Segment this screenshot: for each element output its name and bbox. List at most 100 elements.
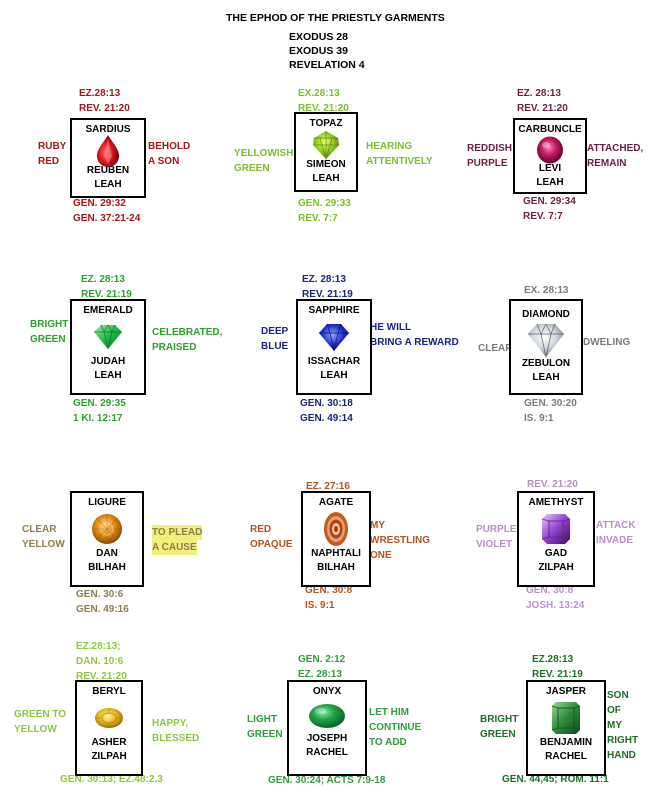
onyx-scripture-top: GEN. 2:12 [298, 654, 346, 665]
agate-icon [323, 511, 349, 552]
beryl-stone-name: BERYL [92, 686, 126, 697]
agate-name-meaning: MY [370, 520, 385, 531]
diamond-scripture-bottom: IS. 9:1 [524, 413, 554, 424]
emerald-mother-name: LEAH [94, 370, 122, 381]
jasper-color-description: BRIGHT [480, 714, 519, 725]
sapphire-mother-name: LEAH [320, 370, 348, 381]
topaz-icon [311, 130, 341, 165]
diamond-color-description: CLEAR [478, 343, 513, 354]
ligure-mother-name: BILHAH [88, 562, 126, 573]
diamond-name-meaning: DWELING [583, 337, 631, 348]
onyx-icon [308, 703, 346, 734]
sapphire-name-meaning: HE WILL [370, 322, 412, 333]
ligure-scripture-bottom: GEN. 30:6 [76, 589, 124, 600]
sardius-stone-name: SARDIUS [85, 124, 131, 135]
topaz-color-description: YELLOWISH [234, 148, 294, 159]
sardius-scripture-top: EZ.28:13 [79, 88, 121, 99]
onyx-name-meaning: LET HIM [369, 707, 409, 718]
carbuncle-name-meaning: ATTACHED, [587, 143, 644, 154]
sardius-mother-name: LEAH [94, 179, 122, 190]
reference-exodus-39: EXODUS 39 [289, 45, 348, 57]
topaz-tribe-name: SIMEON [306, 159, 346, 170]
topaz-scripture-top: REV. 21:20 [298, 103, 349, 114]
jasper-name-meaning: MY [607, 720, 622, 731]
agate-mother-name: BILHAH [317, 562, 355, 573]
jasper-name-meaning: SON [607, 690, 629, 701]
sapphire-scripture-bottom: GEN. 30:18 [300, 398, 353, 409]
carbuncle-mother-name: LEAH [536, 177, 564, 188]
onyx-stone-name: ONYX [312, 686, 342, 697]
beryl-scripture-top: REV. 21:20 [76, 671, 127, 682]
jasper-mother-name: RACHEL [545, 751, 587, 762]
amethyst-name-meaning: ATTACK [596, 520, 636, 531]
emerald-icon [93, 324, 123, 355]
carbuncle-tribe-name: LEVI [538, 163, 562, 174]
sapphire-scripture-top: REV. 21:19 [302, 289, 353, 300]
diamond-stone-name: DIAMOND [522, 309, 570, 320]
agate-stone-name: AGATE [318, 497, 354, 508]
emerald-tribe-name: JUDAH [90, 356, 126, 367]
topaz-name-meaning: ATTENTIVELY [366, 156, 433, 167]
sapphire-stone-name: SAPPHIRE [308, 305, 360, 316]
carbuncle-scripture-bottom: REV. 7:7 [523, 211, 563, 222]
onyx-color-description: GREEN [247, 729, 283, 740]
ligure-stone-name: LIGURE [88, 497, 126, 508]
sardius-scripture-bottom: GEN. 29:32 [73, 198, 126, 209]
agate-scripture-top: EZ. 27:16 [306, 481, 350, 492]
carbuncle-color-description: REDDISH [467, 143, 513, 154]
jasper-name-meaning: OF [607, 705, 621, 716]
sapphire-name-meaning: BRING A REWARD [370, 337, 459, 348]
sardius-name-meaning: A SON [148, 156, 180, 167]
amethyst-name-meaning: INVADE [596, 535, 634, 546]
ligure-color-description: CLEAR [22, 524, 57, 535]
jasper-name-meaning: RIGHT [607, 735, 639, 746]
ligure-scripture-bottom: GEN. 49:16 [76, 604, 129, 615]
jasper-color-description: GREEN [480, 729, 516, 740]
topaz-scripture-top: EX.28:13 [298, 88, 340, 99]
topaz-scripture-bottom: GEN. 29:33 [298, 198, 351, 209]
carbuncle-icon [535, 135, 565, 170]
jasper-name-meaning: HAND [607, 750, 636, 761]
sapphire-icon [318, 322, 350, 357]
amethyst-scripture-bottom: JOSH. 13:24 [526, 600, 585, 611]
emerald-scripture-bottom: 1 KI. 12:17 [73, 413, 123, 424]
amethyst-tribe-name: GAD [544, 548, 568, 559]
jasper-icon [551, 701, 581, 740]
reference-exodus-28: EXODUS 28 [289, 31, 348, 43]
jasper-tribe-name: BENJAMIN [539, 737, 593, 748]
beryl-scripture-bottom: GEN. 30:13; EZ.48:2.3 [60, 774, 163, 785]
jasper-scripture-top: EZ.28:13 [532, 654, 574, 665]
carbuncle-stone-box: CARBUNCLE LEVI LEAH [513, 118, 587, 194]
agate-color-description: RED [250, 524, 272, 535]
carbuncle-stone-name: CARBUNCLE [518, 124, 582, 135]
diamond-scripture-bottom: GEN. 30:20 [524, 398, 577, 409]
beryl-scripture-top: EZ.28:13; [76, 641, 121, 652]
beryl-color-description: GREEN TO [14, 709, 67, 720]
topaz-stone-name: TOPAZ [309, 118, 343, 129]
onyx-name-meaning: CONTINUE [369, 722, 422, 733]
onyx-scripture-bottom: GEN. 30:24; ACTS 7:9-18 [268, 775, 386, 786]
sardius-name-meaning: BEHOLD [148, 141, 191, 152]
carbuncle-scripture-bottom: GEN. 29:34 [523, 196, 576, 207]
onyx-color-description: LIGHT [247, 714, 277, 725]
agate-color-description: OPAQUE [250, 539, 293, 550]
diamond-icon [527, 322, 565, 363]
carbuncle-name-meaning: REMAIN [587, 158, 627, 169]
emerald-name-meaning: PRAISED [152, 342, 197, 353]
sardius-scripture-bottom: GEN. 37:21-24 [73, 213, 141, 224]
sapphire-color-description: BLUE [261, 341, 289, 352]
beryl-name-meaning: BLESSED [152, 733, 200, 744]
agate-name-meaning: ONE [370, 550, 392, 561]
page-title: THE EPHOD OF THE PRIESTLY GARMENTS [226, 12, 445, 24]
sapphire-color-description: DEEP [261, 326, 289, 337]
sapphire-scripture-bottom: GEN. 49:14 [300, 413, 353, 424]
